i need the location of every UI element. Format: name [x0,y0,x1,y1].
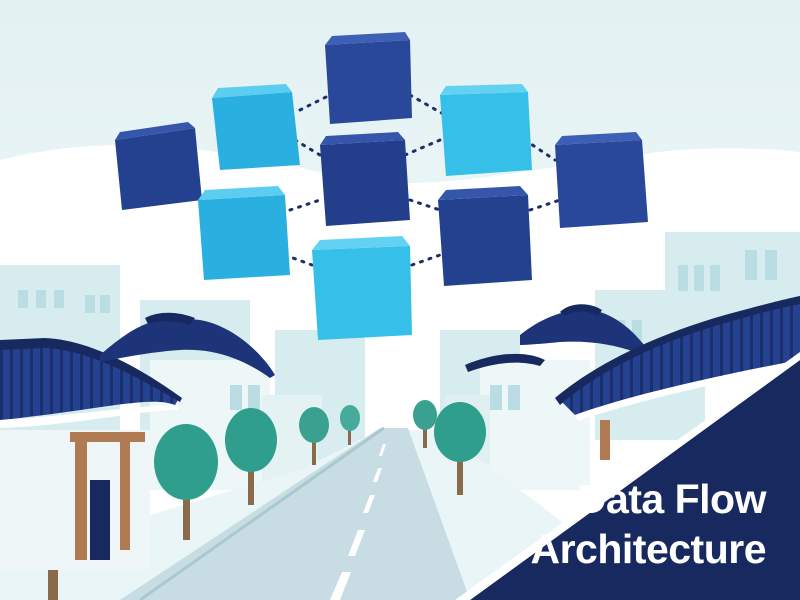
page-title: Data Flow Architecture [466,474,766,574]
cube-network-icon [115,32,648,340]
banner-edge [455,352,800,600]
cube-dark-4 [555,132,648,228]
cube-connections [173,93,562,267]
cube-light-3 [198,186,290,280]
cube-dark-5 [438,186,532,286]
cube-dark-3 [320,132,410,226]
title-line-1: Data Flow [576,476,767,522]
cube-light-2 [440,84,532,176]
road-edge [139,426,385,600]
title-line-2: Architecture [530,526,766,572]
cube-light-1 [212,84,300,170]
cube-dark-1 [325,32,412,124]
cube-light-4 [312,236,412,340]
right-hanok [465,296,800,460]
left-hanok [0,312,275,570]
road-lane-markings [330,444,386,600]
right-trees [413,400,486,495]
cube-dark-2 [115,122,202,210]
road [120,428,470,600]
